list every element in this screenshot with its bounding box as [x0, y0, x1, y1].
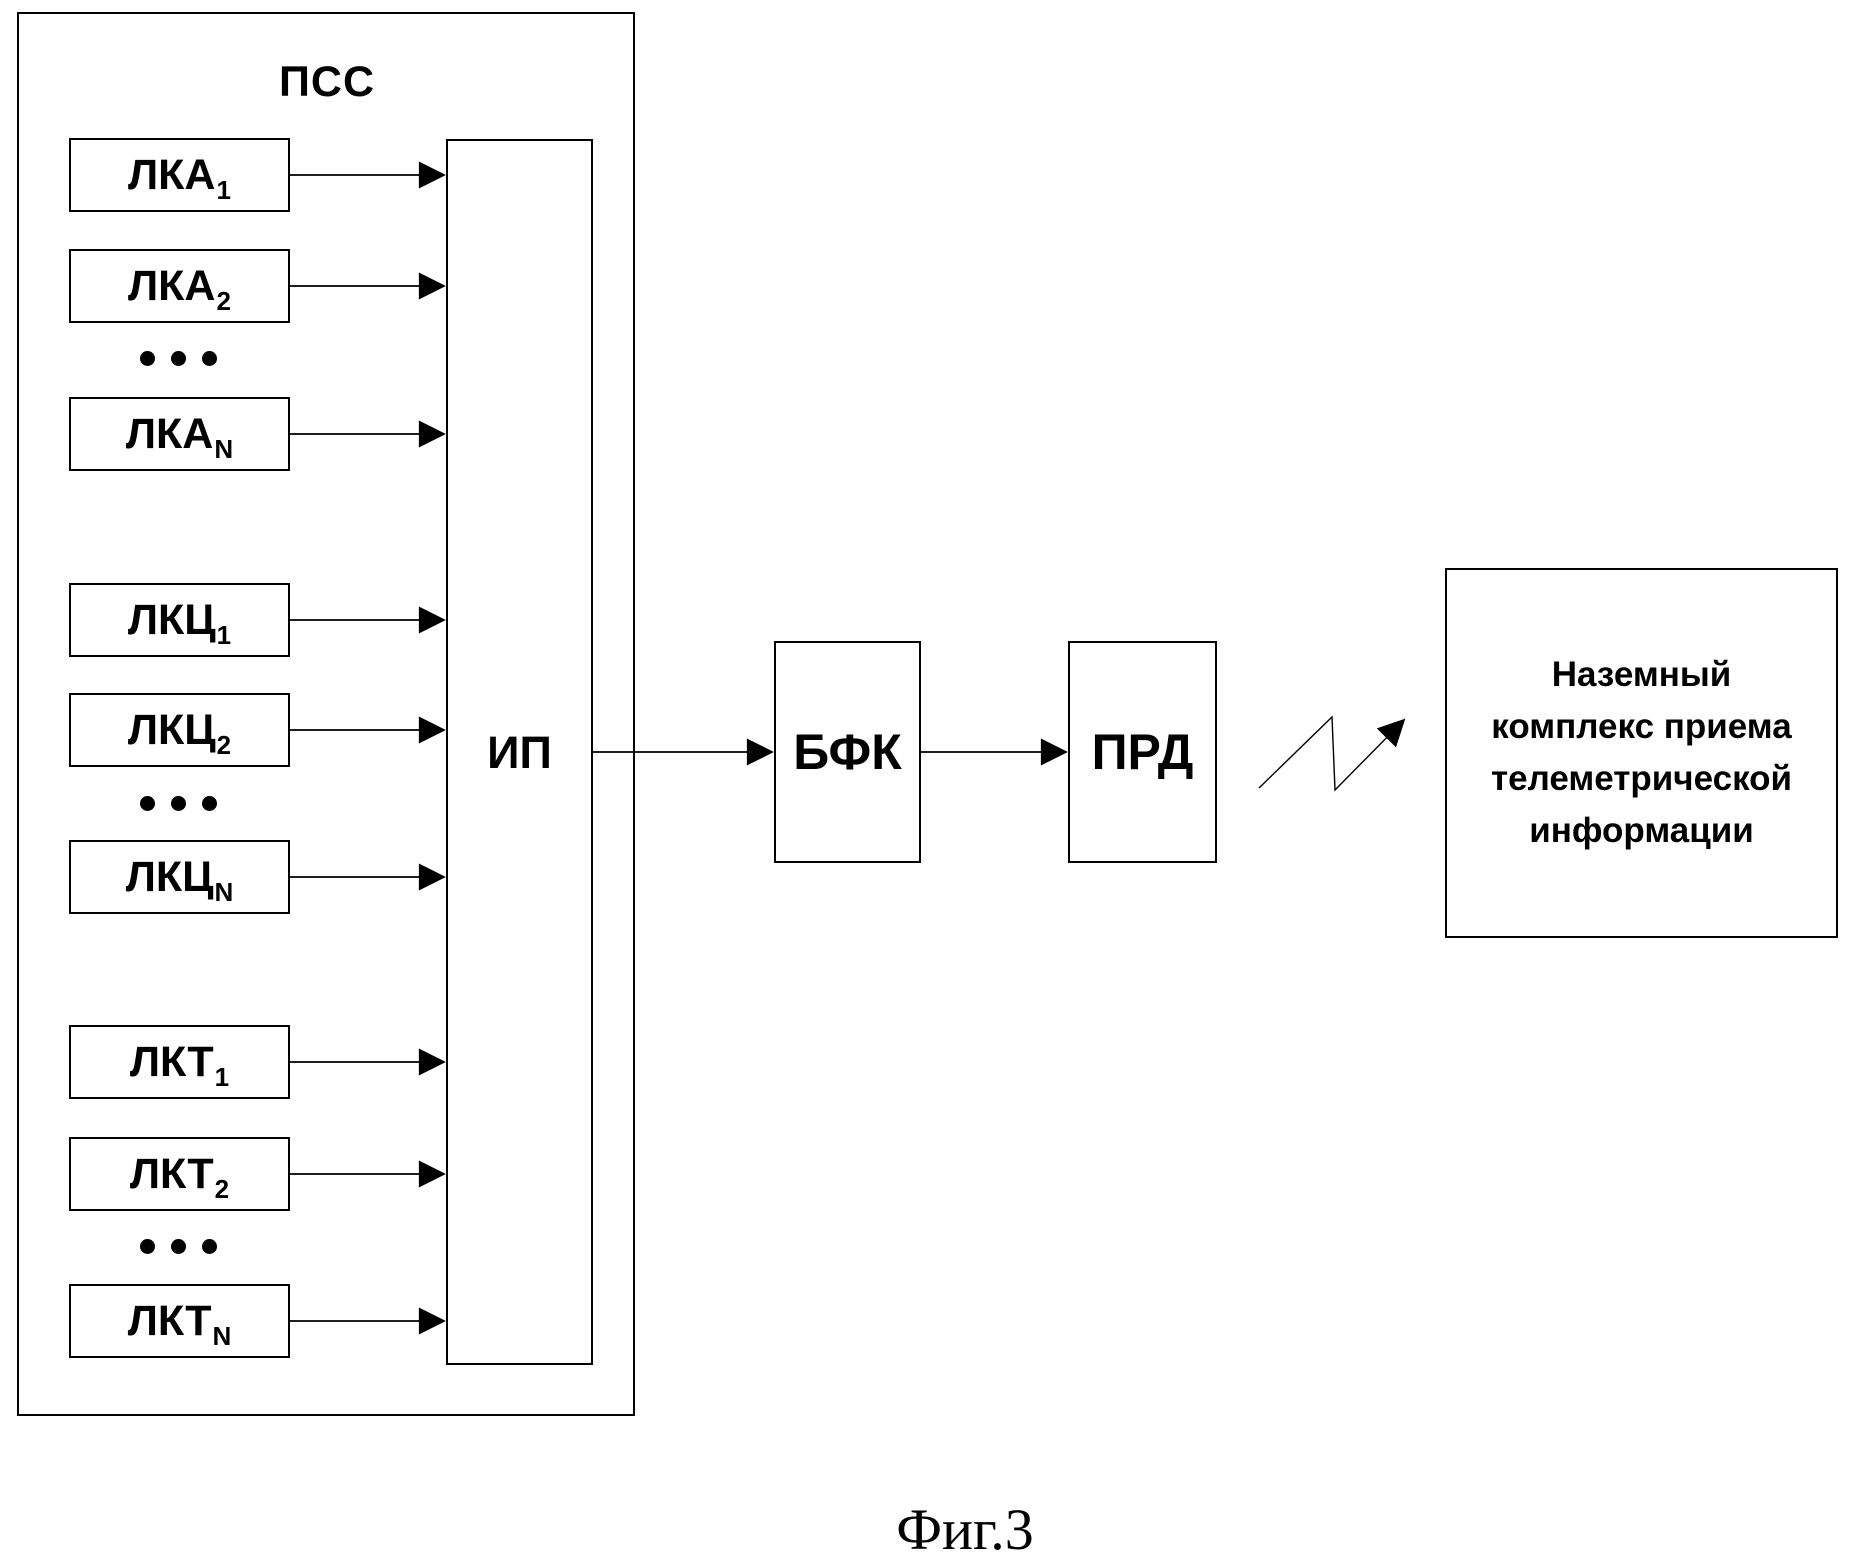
- channel-box-label: ЛКА1: [128, 150, 231, 205]
- channel-box-lkt2: ЛКТ2: [69, 1137, 290, 1211]
- channel-box-lka2: ЛКА2: [69, 249, 290, 323]
- dot-icon: [171, 1239, 186, 1254]
- channel-box-label: ЛКТN: [127, 1296, 232, 1351]
- pss-container-box: [17, 12, 635, 1416]
- channel-box-lkcn: ЛКЦN: [69, 840, 290, 914]
- dot-icon: [140, 796, 155, 811]
- dot-icon: [171, 351, 186, 366]
- dot-icon: [202, 351, 217, 366]
- prd-box: ПРД: [1068, 641, 1217, 863]
- channel-box-label: ЛКЦ2: [127, 705, 232, 760]
- channel-box-lkc2: ЛКЦ2: [69, 693, 290, 767]
- ip-label: ИП: [487, 726, 552, 778]
- radio-link-zigzag-icon: [1258, 715, 1406, 792]
- channel-box-label: ЛКТ2: [129, 1149, 230, 1204]
- channel-box-label: ЛКТ1: [129, 1037, 230, 1092]
- dot-icon: [202, 796, 217, 811]
- ellipsis-dots: [140, 1239, 217, 1254]
- ground-complex-text-line: Наземный: [1551, 655, 1732, 694]
- dot-icon: [202, 1239, 217, 1254]
- dot-icon: [140, 1239, 155, 1254]
- prd-label: ПРД: [1091, 724, 1194, 780]
- ground-complex-text-line: информации: [1529, 811, 1754, 850]
- bfk-label: БФК: [793, 724, 902, 780]
- ellipsis-dots: [140, 351, 217, 366]
- channel-box-label: ЛКЦ1: [127, 595, 232, 650]
- channel-box-label: ЛКЦN: [125, 852, 234, 907]
- dot-icon: [171, 796, 186, 811]
- channel-box-lka1: ЛКА1: [69, 138, 290, 212]
- ground-complex-text-line: телеметрической: [1490, 759, 1793, 798]
- pss-label: ПСС: [278, 58, 375, 106]
- ground-complex-box: Наземный комплекс приема телеметрической…: [1445, 568, 1838, 938]
- ground-complex-text-line: комплекс приема: [1491, 707, 1792, 746]
- figure-caption: Фиг.3: [896, 1497, 1034, 1558]
- ip-box: ИП: [446, 139, 593, 1365]
- dot-icon: [140, 351, 155, 366]
- ellipsis-dots: [140, 796, 217, 811]
- channel-box-lkt1: ЛКТ1: [69, 1025, 290, 1099]
- channel-box-lkc1: ЛКЦ1: [69, 583, 290, 657]
- channel-box-label: ЛКА2: [128, 261, 231, 316]
- channel-box-lkan: ЛКАN: [69, 397, 290, 471]
- bfk-box: БФК: [774, 641, 921, 863]
- channel-box-label: ЛКАN: [125, 409, 234, 464]
- channel-box-lktn: ЛКТN: [69, 1284, 290, 1358]
